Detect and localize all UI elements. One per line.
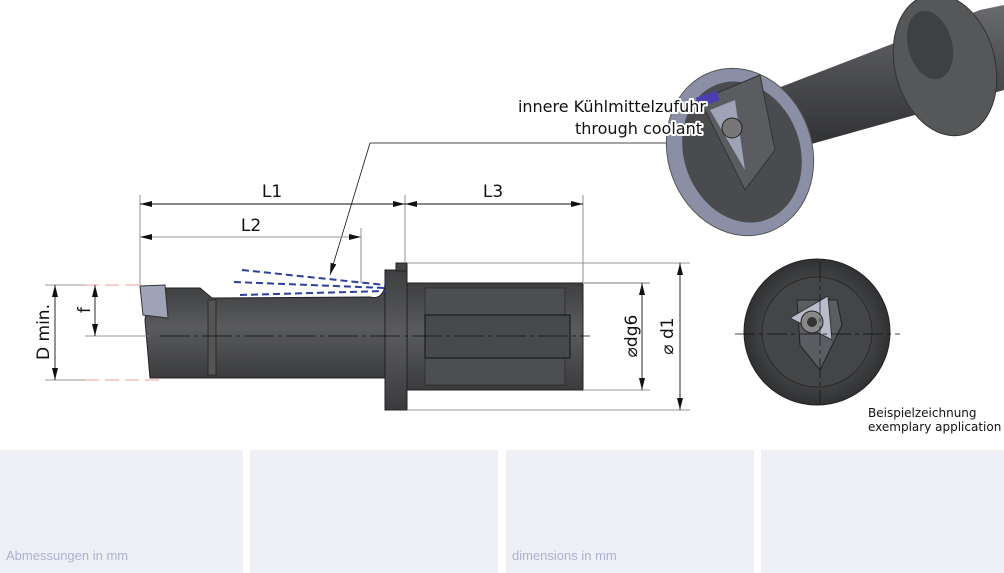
coolant-leader xyxy=(329,142,700,276)
insert xyxy=(139,284,169,319)
caption-en: exemplary application xyxy=(868,420,1001,434)
info-panel-2 xyxy=(250,450,498,573)
dim-f: f xyxy=(75,306,95,313)
technical-drawing: L1 L3 L2 D min. f ⌀dg6 ⌀ d1 innere Kühlm… xyxy=(34,0,1004,434)
panel-label-de: Abmessungen in mm xyxy=(6,548,129,563)
tool-side-view xyxy=(139,262,590,411)
info-panel-3: dimensions in mm xyxy=(506,450,754,573)
coolant-jets xyxy=(233,269,386,296)
panel-label-en: dimensions in mm xyxy=(512,548,617,563)
dim-L2: L2 xyxy=(241,216,261,236)
info-panel-1: Abmessungen in mm xyxy=(0,450,243,573)
info-panel-4 xyxy=(761,450,1004,573)
dimension-lines xyxy=(52,201,683,410)
tool-3d-view xyxy=(665,0,1004,237)
dim-L3: L3 xyxy=(483,182,503,202)
dim-L1: L1 xyxy=(262,182,282,202)
dim-dg6: ⌀dg6 xyxy=(622,315,642,358)
dim-d1: ⌀ d1 xyxy=(658,317,678,354)
caption-de: Beispielzeichnung xyxy=(868,406,977,420)
tool-front-view xyxy=(735,258,900,406)
dim-Dmin: D min. xyxy=(34,304,54,360)
coolant-label-en: through coolant xyxy=(575,119,702,138)
coolant-label-de: innere Kühlmittelzufuhr xyxy=(518,97,706,116)
